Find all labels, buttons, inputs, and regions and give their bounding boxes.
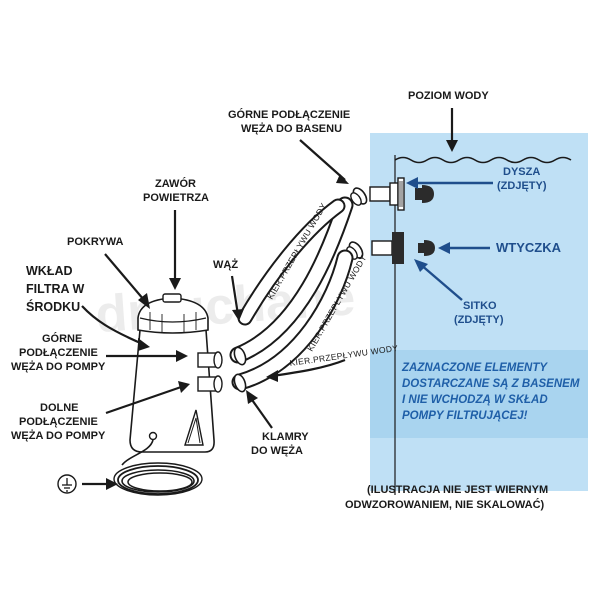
- lid-arrow: [104, 253, 150, 309]
- filter-cartridge-label-line1: WKŁAD: [26, 264, 73, 278]
- hose-upper: [229, 196, 354, 364]
- pool-area: [370, 133, 588, 495]
- nozzle-arrow: [406, 177, 493, 189]
- upper-pump-connection-label-line2: PODŁĄCZENIE: [19, 347, 98, 359]
- pool-note-panel: [370, 350, 588, 438]
- clamps-arrow: [246, 390, 273, 429]
- lower-pump-connection-label-line1: DOLNE: [40, 402, 79, 414]
- power-cord: [113, 439, 203, 496]
- hose-lower: [231, 249, 354, 391]
- water-level-label: POZIOM WODY: [408, 90, 489, 102]
- strainer-removed-label: (ZDJĘTY): [454, 314, 504, 326]
- upper-pool-connection-label-line2: WĘŻA DO BASENU: [241, 122, 342, 135]
- pump-lid: [137, 297, 209, 334]
- lower-pump-connection-label-line3: WĘŻA DO POMPY: [11, 429, 106, 442]
- note-line1: ZAZNACZONE ELEMENTY: [401, 362, 548, 374]
- clamps-label-line2: DO WĘŻA: [251, 444, 303, 457]
- ground-symbol-icon: [57, 474, 77, 494]
- nozzle-part: [415, 185, 434, 203]
- upper-pool-connection-label-line1: GÓRNE PODŁĄCZENIE: [228, 108, 350, 121]
- air-valve-arrow: [169, 210, 181, 290]
- hose-clamp-upper: [233, 346, 247, 366]
- upper-pool-connection-arrow: [299, 139, 349, 184]
- lid-label: POKRYWA: [67, 236, 123, 248]
- ground-arrow: [82, 478, 118, 490]
- filter-cartridge-label-line2: FILTRA W: [26, 282, 85, 296]
- note-line2: DOSTARCZANE SĄ Z BASENEM: [402, 378, 580, 390]
- strainer-arrow: [414, 259, 463, 301]
- filter-cartridge-label-line3: ŚRODKU: [26, 299, 80, 314]
- lower-pump-connection-arrow: [105, 381, 190, 415]
- air-valve-label-line1: ZAWÓR: [155, 177, 196, 190]
- strainer-label: SITKO: [463, 300, 497, 312]
- nozzle-fitting: [369, 177, 405, 211]
- flow-arrow-lower: [266, 358, 346, 382]
- hose-arrow: [230, 275, 244, 321]
- nozzle-label: DYSZA: [503, 166, 540, 178]
- water-level-arrow: [446, 108, 458, 152]
- hose-loose: [237, 198, 346, 326]
- plug-label: WTYCZKA: [496, 240, 562, 255]
- plug-arrow: [438, 242, 490, 254]
- air-valve-knob: [162, 293, 182, 303]
- disclaimer-line2: ODWZOROWANIEM, NIE SKALOWAĆ): [345, 498, 545, 511]
- upper-pump-connection-label-line1: GÓRNE: [42, 332, 82, 345]
- nozzle-removed-label: (ZDJĘTY): [497, 180, 547, 192]
- pool-hose-connector-upper: [350, 187, 368, 206]
- plug-part: [418, 240, 435, 256]
- air-valve-label-line2: POWIETRZA: [143, 192, 209, 204]
- upper-pump-connection-label-line3: WĘŻA DO POMPY: [11, 360, 106, 373]
- note-line3: I NIE WCHODZĄ W SKŁAD: [402, 394, 548, 406]
- hose-clamp-lower: [233, 373, 247, 393]
- disclaimer-line1: (ILUSTRACJA NIE JEST WIERNYM: [367, 484, 548, 496]
- plug-fitting: [371, 232, 404, 264]
- clamps-label-line1: KLAMRY: [262, 431, 309, 443]
- cord-entry: [148, 431, 158, 441]
- upper-pump-connection-arrow: [106, 350, 188, 362]
- note-line4: POMPY FILTRUJĄCEJ!: [402, 410, 528, 422]
- filter-cartridge-arrow: [81, 305, 150, 351]
- water-surface-wave: [394, 156, 572, 164]
- lower-pump-connection-label-line2: PODŁĄCZENIE: [19, 416, 98, 428]
- hose-label: WĄŻ: [213, 258, 238, 271]
